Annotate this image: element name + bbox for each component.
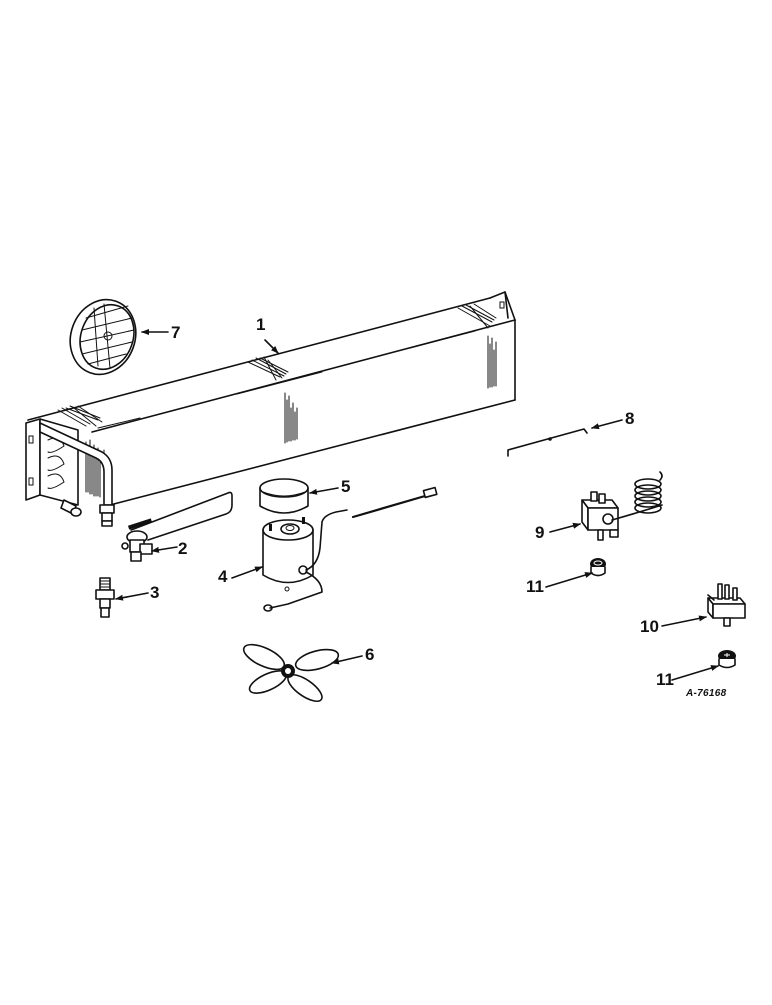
callout-3: 3: [150, 583, 160, 602]
motor-band-drawing: [259, 478, 309, 514]
expansion-valve-drawing: [121, 530, 153, 562]
knob-lower-drawing: [718, 650, 736, 669]
callout-10: 10: [640, 617, 659, 636]
callout-11-upper: 11: [526, 577, 544, 596]
fan-blade-drawing: [242, 643, 340, 703]
expansion-valve-capillary-drawing: [127, 491, 233, 541]
evaporator-housing-drawing: [25, 291, 516, 527]
fitting-connector-drawing: [95, 577, 115, 618]
callout-11-lower: 11: [656, 670, 674, 689]
callout-4: 4: [218, 567, 228, 586]
blower-switch-drawing: [707, 583, 746, 627]
callout-1: 1: [256, 315, 266, 334]
callout-2: 2: [178, 539, 188, 558]
air-outlet-grille-drawing: [69, 298, 137, 376]
reference-code: A-76168: [686, 688, 727, 699]
callout-8: 8: [625, 409, 635, 428]
callout-7: 7: [171, 323, 181, 342]
callout-5: 5: [341, 477, 351, 496]
callout-9: 9: [535, 523, 545, 542]
wire-rod-drawing: [507, 428, 588, 457]
thermostat-switch-drawing: [581, 471, 663, 541]
leader-lines: [115, 329, 719, 681]
blower-motor-drawing: [262, 486, 438, 612]
knob-upper-drawing: [590, 558, 606, 577]
callout-6: 6: [365, 645, 375, 664]
